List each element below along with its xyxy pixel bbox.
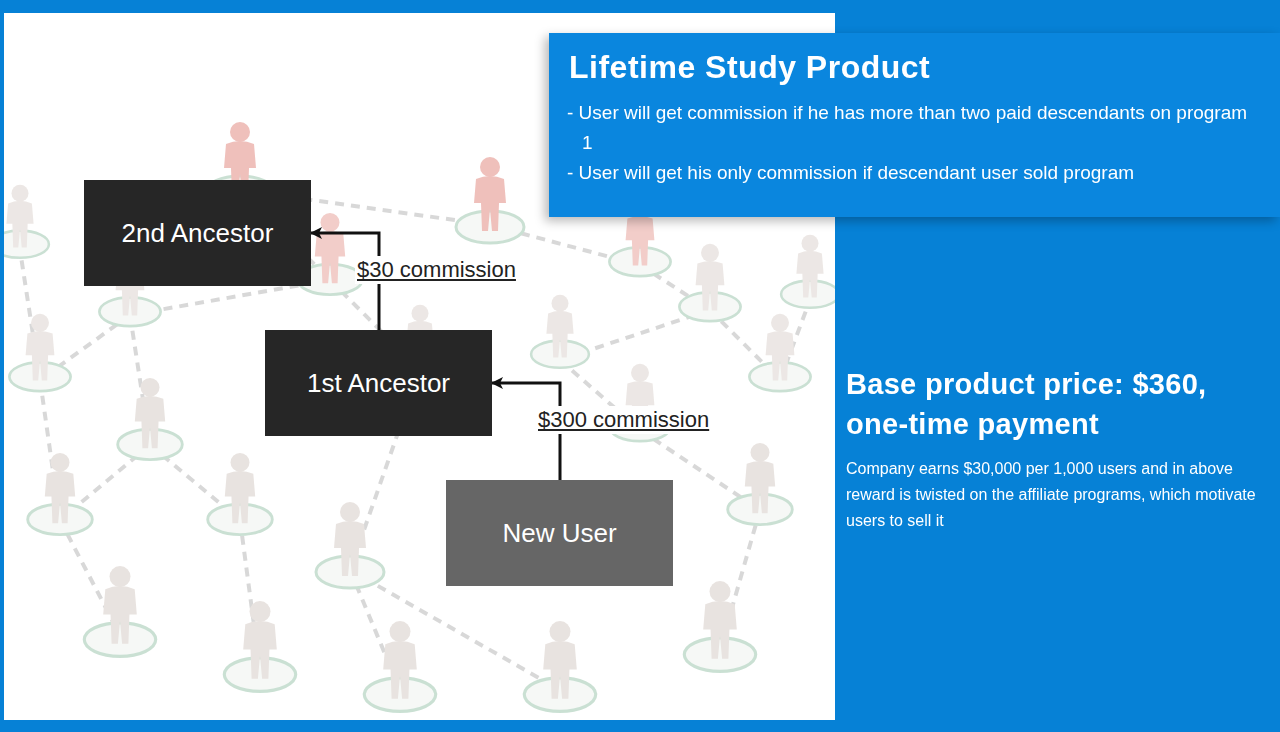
ancestor-box: 1st Ancestor <box>265 330 492 436</box>
person-head <box>141 378 160 397</box>
person-head <box>51 453 70 472</box>
person-body <box>225 471 255 523</box>
person-body <box>243 621 277 679</box>
person-head <box>701 244 719 262</box>
person-head <box>231 453 250 472</box>
person-ring <box>28 504 93 534</box>
person-body <box>135 396 165 448</box>
person-body <box>745 461 775 513</box>
person-figure <box>84 566 155 656</box>
person-figure <box>4 185 49 258</box>
person-body <box>626 216 655 266</box>
note-text: Company earns $30,000 per 1,000 users an… <box>846 456 1268 534</box>
person-head <box>230 122 250 142</box>
person-figure <box>749 314 810 391</box>
person-ring <box>316 556 384 588</box>
person-head <box>110 566 131 587</box>
person-head <box>31 314 49 332</box>
person-figure <box>208 453 273 535</box>
node-label: New User <box>502 518 616 549</box>
person-head <box>340 502 360 522</box>
commission-label: $300 commission <box>536 406 711 434</box>
person-figure <box>364 621 435 711</box>
node-label: 1st Ancestor <box>307 368 450 399</box>
person-figure <box>679 244 740 321</box>
person-figure <box>316 502 384 588</box>
person-body <box>474 176 506 231</box>
person-head <box>321 213 340 232</box>
person-head <box>802 235 819 252</box>
person-ring <box>609 247 670 276</box>
person-ring <box>749 362 810 391</box>
person-figure <box>781 235 835 308</box>
person-head <box>412 305 429 322</box>
info-panel: Lifetime Study Product - User will get co… <box>549 33 1280 217</box>
bullet-text: - User will get commission if he has mor… <box>567 98 1260 158</box>
person-figure <box>456 157 524 243</box>
person-ring <box>679 292 740 321</box>
person-body <box>543 641 577 699</box>
person-head <box>250 601 271 622</box>
person-ring <box>208 504 273 534</box>
person-head <box>710 581 731 602</box>
person-figure <box>9 314 70 391</box>
panel-title: Lifetime Study Product <box>569 49 1260 86</box>
bullet-text: - User will get his only commission if d… <box>567 158 1260 188</box>
person-head <box>751 443 770 462</box>
person-figure <box>684 581 755 671</box>
person-body <box>45 471 75 523</box>
person-body <box>703 601 737 659</box>
person-ring <box>684 638 755 672</box>
person-figure <box>524 621 595 711</box>
person-head <box>771 314 789 332</box>
person-figure <box>728 443 793 525</box>
commission-label: $30 commission <box>355 256 518 284</box>
node-label: 2nd Ancestor <box>122 218 274 249</box>
ancestor-box: 2nd Ancestor <box>84 180 311 286</box>
person-ring <box>364 678 435 712</box>
person-figure <box>224 601 295 691</box>
person-ring <box>531 341 589 368</box>
price-heading: Base product price: $360, one-time payme… <box>846 364 1244 444</box>
network-link <box>350 570 560 690</box>
person-figure <box>118 378 183 460</box>
person-body <box>796 251 823 298</box>
person-head <box>552 295 569 312</box>
person-head <box>12 185 29 202</box>
person-body <box>334 521 366 576</box>
person-body <box>546 311 573 358</box>
person-body <box>26 331 55 381</box>
person-ring <box>118 429 183 459</box>
person-ring <box>84 623 155 657</box>
person-body <box>766 331 795 381</box>
person-figure <box>28 453 93 535</box>
person-head <box>631 364 649 382</box>
person-head <box>550 621 571 642</box>
person-body <box>103 586 137 644</box>
person-ring <box>728 494 793 524</box>
person-figure <box>531 295 589 368</box>
user-box: New User <box>446 480 673 586</box>
person-body <box>315 231 345 283</box>
person-head <box>390 621 411 642</box>
person-body <box>383 641 417 699</box>
person-ring <box>456 211 524 243</box>
person-ring <box>99 297 160 326</box>
person-head <box>480 157 500 177</box>
person-body <box>696 261 725 311</box>
person-body <box>6 201 33 248</box>
person-ring <box>9 362 70 391</box>
person-ring <box>224 658 295 692</box>
person-ring <box>524 678 595 712</box>
